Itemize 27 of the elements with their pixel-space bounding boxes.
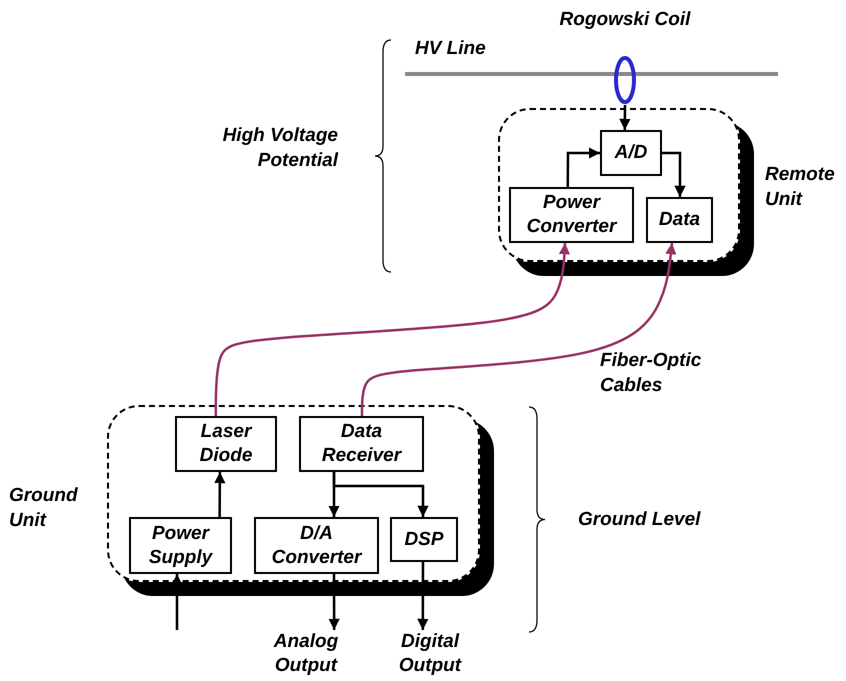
arrow bbox=[171, 574, 183, 630]
region-label: Ground Level bbox=[578, 508, 702, 532]
arrow bbox=[214, 472, 226, 517]
process-box: Power Converter bbox=[509, 187, 634, 243]
coil-label: Rogowski Coil bbox=[558, 8, 692, 32]
unit-label: Ground Unit bbox=[9, 484, 79, 533]
unit-label: Remote Unit bbox=[765, 163, 836, 212]
region-label: High Voltage Potential bbox=[222, 124, 338, 173]
arrow bbox=[332, 472, 429, 517]
process-box: A/D bbox=[600, 130, 662, 176]
cable-label: Fiber-Optic Cables bbox=[600, 349, 702, 398]
process-box: DSP bbox=[390, 517, 458, 562]
output-label: Analog Output bbox=[272, 630, 340, 678]
arrow bbox=[662, 152, 686, 197]
fiber-optic-cable bbox=[360, 242, 676, 416]
arrow bbox=[328, 574, 340, 630]
process-box: Power Supply bbox=[129, 517, 232, 574]
fiber-optic-cable bbox=[214, 242, 570, 416]
process-box: Data Receiver bbox=[299, 416, 424, 472]
line-label: HV Line bbox=[415, 37, 487, 61]
process-box: Laser Diode bbox=[175, 416, 277, 472]
process-box: D/A Converter bbox=[254, 517, 379, 574]
arrow bbox=[619, 105, 631, 130]
process-box: Data bbox=[646, 197, 713, 243]
arrow bbox=[566, 147, 600, 187]
arrow bbox=[417, 562, 428, 630]
output-label: Digital Output bbox=[398, 630, 463, 678]
